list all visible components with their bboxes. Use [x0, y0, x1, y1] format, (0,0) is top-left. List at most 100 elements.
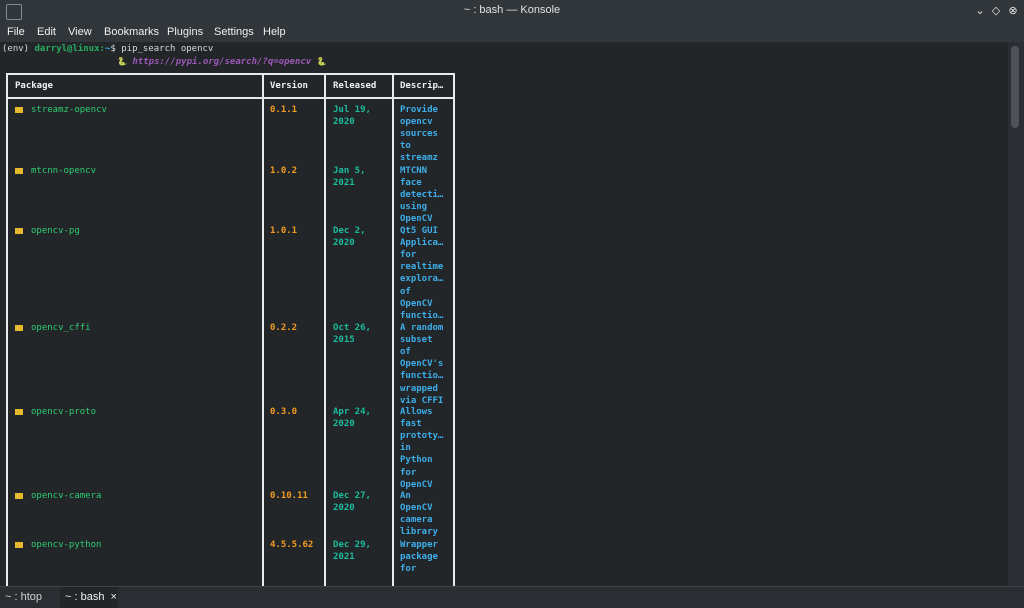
package-description: OpenCV	[400, 479, 433, 490]
package-description: explora…	[400, 274, 444, 285]
package-description: using	[400, 202, 428, 213]
package-name-text: opencv-proto	[31, 407, 97, 417]
package-description: functio…	[400, 371, 444, 382]
folder-icon	[15, 227, 23, 234]
release-date: Dec 27,	[333, 491, 371, 501]
folder-icon	[15, 324, 23, 331]
package-description: prototy…	[400, 431, 444, 442]
package-description: subset	[400, 335, 433, 346]
folder-icon	[15, 408, 23, 415]
release-date: Dec 2,	[333, 226, 366, 236]
package-description: detecti…	[400, 190, 444, 201]
package-name: opencv_cffi	[15, 323, 91, 333]
package-description: OpenCV	[400, 298, 433, 309]
package-version: 1.0.2	[270, 166, 298, 176]
package-description: Allows	[400, 407, 433, 417]
package-description: functio…	[400, 310, 444, 321]
package-description: OpenCV	[400, 214, 433, 225]
release-date: Oct 26,	[333, 323, 371, 333]
release-date: 2020	[333, 117, 355, 128]
package-description: A random	[400, 323, 444, 333]
table-header-divider	[6, 97, 455, 99]
package-description: sources	[400, 129, 438, 140]
package-version: 1.0.1	[270, 226, 298, 236]
package-description: package	[400, 552, 438, 563]
package-name-text: opencv-camera	[31, 491, 102, 501]
package-description: face	[400, 178, 422, 189]
menu-bookmarks[interactable]: Bookmarks	[104, 26, 160, 38]
pypi-search-link[interactable]: https://pypi.org/search/?q=opencv	[132, 57, 312, 67]
package-name: opencv-camera	[15, 491, 101, 501]
package-description: realtime	[400, 262, 444, 273]
package-description: Qt5 GUI	[400, 226, 438, 236]
column-divider	[262, 73, 264, 586]
package-name-text: streamz-opencv	[31, 105, 107, 115]
package-description: Python	[400, 455, 433, 466]
package-version: 0.10.11	[270, 491, 308, 501]
tab-htop[interactable]: ~ : htop	[0, 587, 58, 608]
konsole-app-icon[interactable]	[6, 4, 22, 20]
results-table: Package Version Released Descrip… stream…	[6, 73, 455, 586]
tab-htop-label: ~ : htop	[5, 591, 43, 603]
package-name: opencv-python	[15, 540, 101, 550]
url-line: 🐍 https://pypi.org/search/?q=opencv 🐍	[117, 57, 327, 67]
prompt-env: (env)	[2, 44, 35, 54]
package-description: to	[400, 141, 411, 152]
package-description: in	[400, 443, 411, 454]
menu-plugins[interactable]: Plugins	[167, 26, 204, 38]
snake-icon: 🐍	[117, 57, 127, 66]
close-window-icon[interactable]: ⊗	[1008, 5, 1018, 17]
package-description: streamz	[400, 153, 438, 164]
package-name: mtcnn-opencv	[15, 166, 96, 176]
package-version: 0.1.1	[270, 105, 298, 115]
table-border-left	[6, 73, 8, 586]
package-description: for	[400, 250, 417, 261]
table-border-right	[453, 73, 455, 586]
release-date: Dec 29,	[333, 540, 371, 550]
prompt-line: (env) darryl@linux:~$ pip_search opencv	[2, 44, 213, 54]
release-date: Apr 24,	[333, 407, 371, 417]
scrollbar-thumb[interactable]	[1011, 46, 1019, 128]
package-description: opencv	[400, 117, 433, 128]
menu-view[interactable]: View	[68, 26, 92, 38]
package-description: of	[400, 347, 411, 358]
folder-icon	[15, 167, 23, 174]
release-date: 2021	[333, 552, 355, 563]
terminal-scrollbar[interactable]	[1008, 42, 1024, 586]
folder-icon	[15, 492, 23, 499]
release-date: Jan 5,	[333, 166, 366, 176]
package-description: MTCNN	[400, 166, 428, 176]
package-name-text: opencv_cffi	[31, 323, 91, 333]
maximize-icon[interactable]: ◇	[991, 5, 1001, 17]
close-icon[interactable]: ×	[110, 591, 117, 603]
terminal-area[interactable]: (env) darryl@linux:~$ pip_search opencv …	[0, 42, 1008, 586]
package-description: for	[400, 467, 417, 478]
column-divider	[324, 73, 326, 586]
header-released: Released	[333, 81, 377, 91]
release-date: 2015	[333, 335, 355, 346]
window-titlebar: ~ : bash — Konsole ⌄ ◇ ⊗	[0, 0, 1024, 23]
package-version: 4.5.5.62	[270, 540, 314, 550]
column-divider	[392, 73, 394, 586]
package-name-text: mtcnn-opencv	[31, 166, 97, 176]
package-description: for	[400, 564, 417, 575]
prompt-userhost: darryl@linux:	[34, 44, 105, 54]
minimize-icon[interactable]: ⌄	[975, 5, 985, 17]
package-name: opencv-pg	[15, 226, 80, 236]
header-version: Version	[270, 81, 308, 91]
package-version: 0.2.2	[270, 323, 298, 333]
release-date: 2020	[333, 503, 355, 514]
menu-help[interactable]: Help	[263, 26, 286, 38]
menu-edit[interactable]: Edit	[37, 26, 56, 38]
prompt-command: pip_search opencv	[121, 44, 214, 54]
snake-icon: 🐍	[316, 57, 327, 66]
tab-bash[interactable]: ~ : bash×	[60, 587, 118, 608]
menu-file[interactable]: File	[7, 26, 25, 38]
release-date: Jul 19,	[333, 105, 371, 115]
menu-settings[interactable]: Settings	[214, 26, 254, 38]
prompt-symbol: $	[110, 44, 122, 54]
tab-bar: ~ : htop ~ : bash×	[0, 586, 1024, 608]
package-name: streamz-opencv	[15, 105, 107, 115]
header-package: Package	[15, 81, 53, 91]
package-name: opencv-proto	[15, 407, 96, 417]
